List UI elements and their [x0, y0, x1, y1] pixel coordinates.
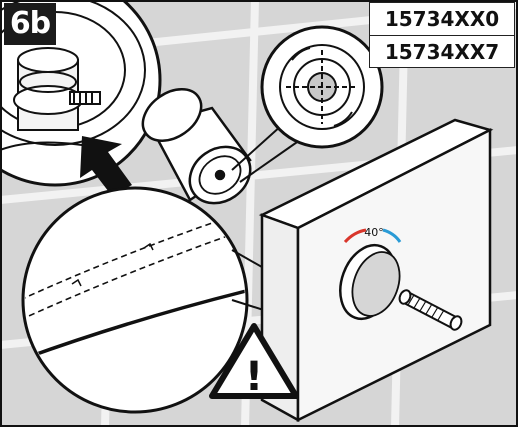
- temperature-label: 40°: [364, 226, 384, 239]
- warning-icon: [209, 323, 299, 399]
- zoom-connector: [231, 124, 301, 183]
- step-badge: 6b: [4, 3, 56, 45]
- cartridge-part: [141, 88, 252, 205]
- model-number-box: 15734XX0 15734XX7: [369, 2, 515, 68]
- spindle-part: [398, 289, 463, 331]
- warning-symbol: !: [245, 354, 263, 400]
- model-number: 15734XX0: [384, 7, 500, 31]
- cartridge-face-detail: [260, 25, 384, 149]
- model-number: 15734XX7: [370, 35, 514, 68]
- hot-scale-arc: [343, 228, 367, 244]
- direction-arrow: [80, 136, 132, 196]
- cold-scale-arc: [382, 228, 402, 243]
- seal-detail-circle: [21, 186, 249, 414]
